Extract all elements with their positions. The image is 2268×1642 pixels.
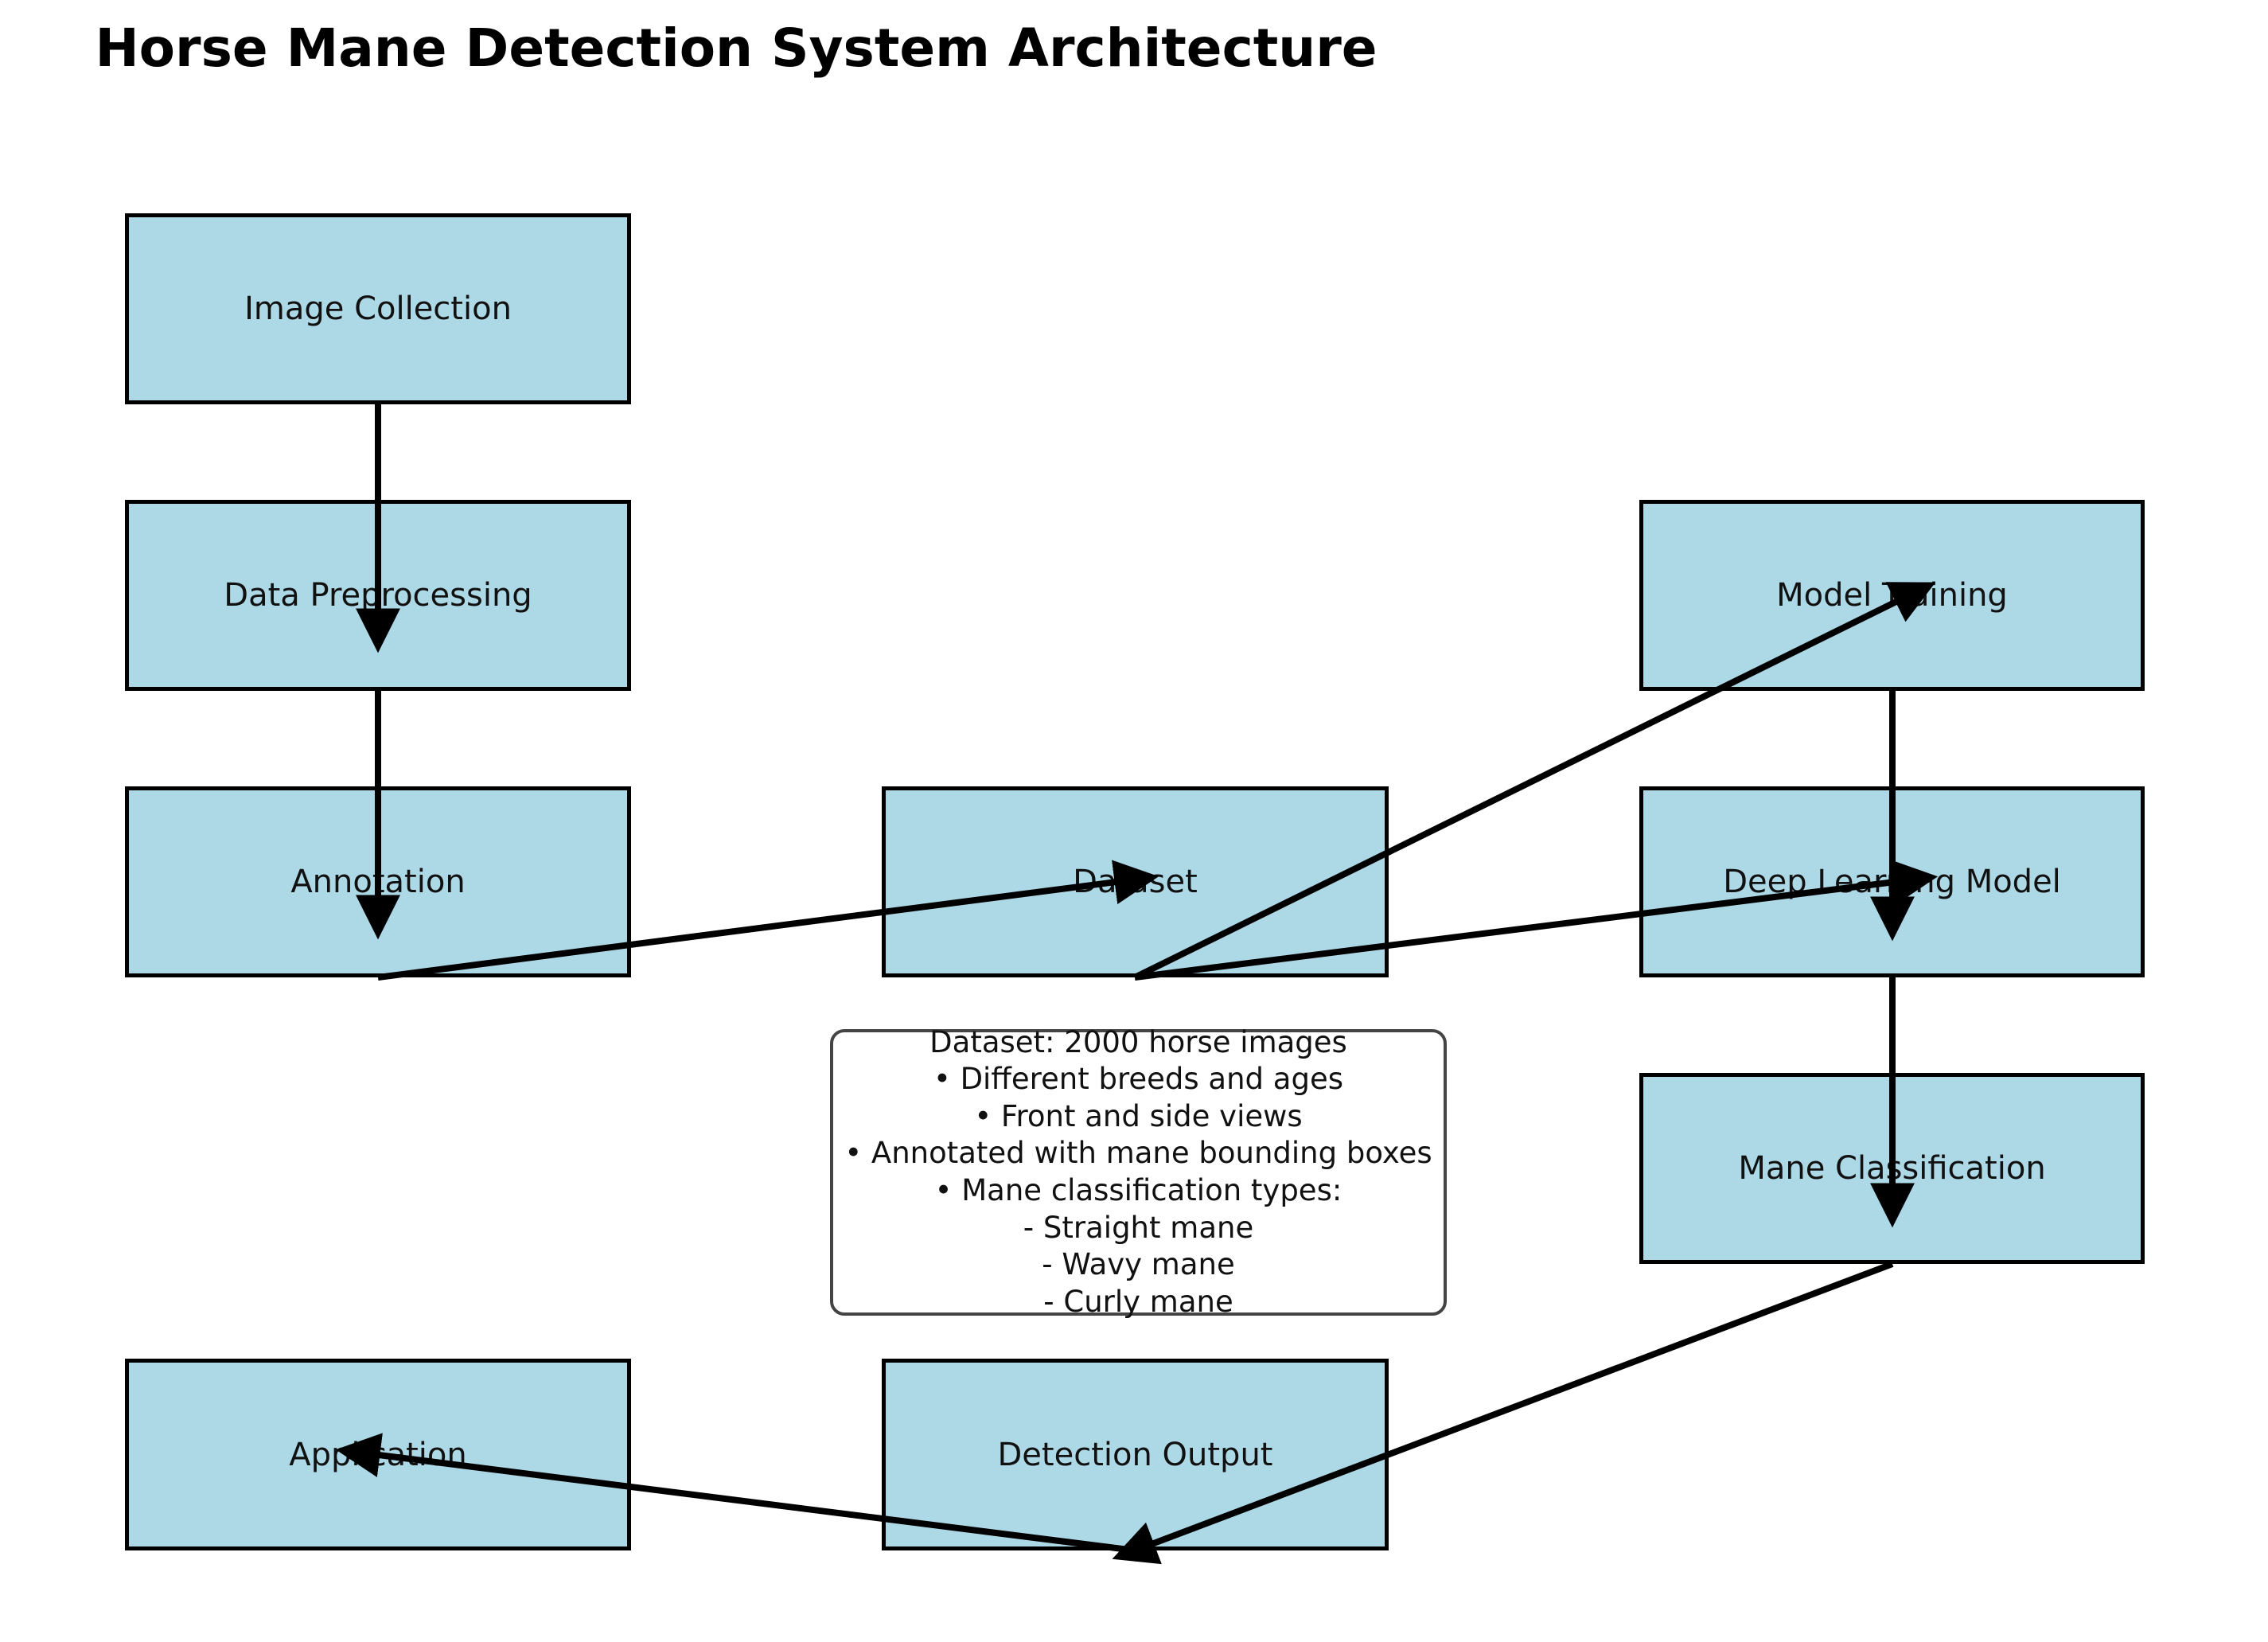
info-line: • Different breeds and ages: [933, 1062, 1343, 1097]
page-title: Horse Mane Detection System Architecture: [95, 18, 1378, 79]
node-label: Dataset: [1073, 864, 1198, 900]
node-label: Model Training: [1776, 577, 2008, 614]
dataset-details-note: Dataset: 2000 horse images• Different br…: [830, 1025, 1447, 1319]
node-mane-classification[interactable]: Mane Classification: [1639, 1073, 2145, 1264]
info-line: • Annotated with mane bounding boxes: [844, 1136, 1432, 1171]
node-detection-output[interactable]: Detection Output: [882, 1359, 1389, 1550]
node-label: Image Collection: [244, 291, 512, 327]
node-label: Application: [289, 1436, 467, 1473]
info-line: • Front and side views: [974, 1098, 1303, 1133]
node-label: Detection Output: [997, 1436, 1273, 1473]
node-label: Annotation: [290, 864, 466, 900]
node-annotation[interactable]: Annotation: [125, 786, 631, 977]
node-image-collection[interactable]: Image Collection: [125, 213, 631, 404]
node-label: Mane Classification: [1738, 1150, 2046, 1187]
node-dataset[interactable]: Dataset: [882, 786, 1389, 977]
node-label: Data Preprocessing: [224, 577, 532, 614]
node-model-training[interactable]: Model Training: [1639, 500, 2145, 691]
node-data-preprocessing[interactable]: Data Preprocessing: [125, 500, 631, 691]
info-line: • Mane classification types:: [934, 1173, 1342, 1207]
info-line: - Straight mane: [1023, 1210, 1254, 1245]
info-line: - Wavy mane: [1042, 1247, 1235, 1282]
node-deep-learning-model[interactable]: Deep Learning Model: [1639, 786, 2145, 977]
node-label: Deep Learning Model: [1723, 864, 2061, 900]
node-application[interactable]: Application: [125, 1359, 631, 1550]
info-line: - Curly mane: [1043, 1284, 1233, 1319]
info-line: Dataset: 2000 horse images: [929, 1024, 1347, 1059]
